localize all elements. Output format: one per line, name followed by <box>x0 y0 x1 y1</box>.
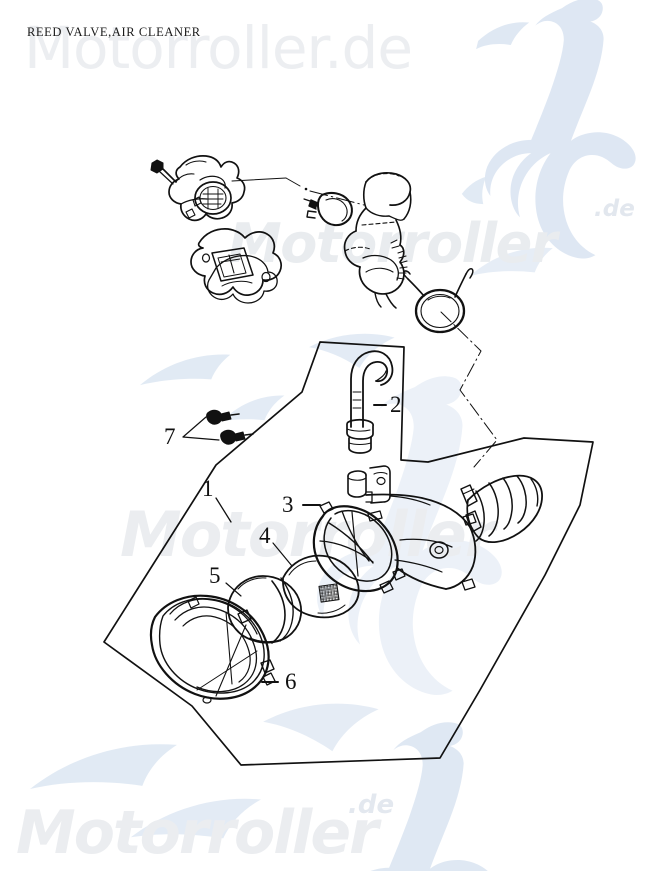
drain-tube <box>346 350 394 454</box>
mounting-screws <box>182 409 254 445</box>
leader-reedvalve-to-manifold <box>231 177 365 206</box>
leader-assembly-boundary <box>215 497 232 523</box>
mounting-screw-2 <box>220 429 254 445</box>
callout-label-1[interactable]: 1 <box>202 476 214 501</box>
mounting-screw-1 <box>206 409 240 425</box>
filter-foam-sleeve <box>225 575 303 644</box>
callout-label-7[interactable]: 7 <box>164 424 176 449</box>
callout-label-3[interactable]: 3 <box>282 492 294 517</box>
reed-valve-body <box>168 155 246 222</box>
intake-manifold <box>343 172 412 309</box>
watermark-top: Motorroller.de <box>24 14 413 82</box>
intake-snorkel <box>460 474 543 544</box>
watermark-bottom-tld: .de <box>348 790 395 820</box>
callout-label-2[interactable]: 2 <box>390 392 402 417</box>
hose-clamp-lower <box>403 268 474 334</box>
reed-valve-gasket <box>190 228 283 304</box>
air-cleaner-housing <box>302 465 477 594</box>
reed-valve-screw <box>150 159 177 185</box>
hose-clamp-upper <box>303 191 353 227</box>
watermark-lower: Motorroller <box>120 498 495 571</box>
leader-clamp-to-aircleaner <box>440 311 498 468</box>
callout-label-5[interactable]: 5 <box>209 563 221 588</box>
watermark-bottom: Motorroller <box>16 798 379 868</box>
filter-element <box>272 542 360 619</box>
callout-label-4[interactable]: 4 <box>259 523 271 548</box>
assembly-boundary <box>103 341 594 766</box>
watermark-mid-tld: .de <box>594 196 635 222</box>
air-cleaner-cover <box>149 594 279 704</box>
callout-label-6[interactable]: 6 <box>285 669 297 694</box>
page-title: REED VALVE,AIR CLEANER <box>27 25 201 39</box>
